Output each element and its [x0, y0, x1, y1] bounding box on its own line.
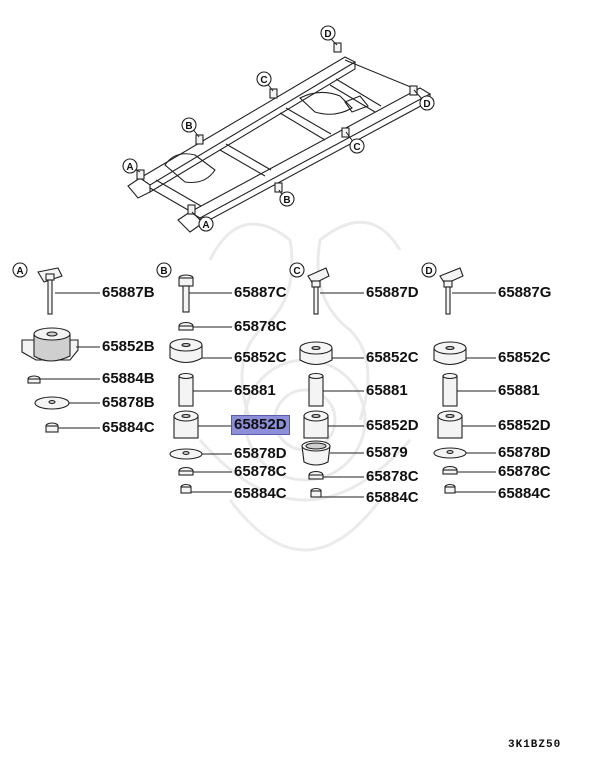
callout-a-left: A: [122, 158, 138, 174]
washer-65878c-c: [308, 470, 324, 480]
part-label-65852c-c[interactable]: 65852C: [366, 349, 419, 366]
part-label-65884c-d[interactable]: 65884C: [498, 485, 551, 502]
column-letter: A: [16, 266, 23, 277]
part-label-65878c-d[interactable]: 65878C: [498, 463, 551, 480]
part-label-65884b[interactable]: 65884B: [102, 370, 155, 387]
part-label-65884c-b[interactable]: 65884C: [234, 485, 287, 502]
column-a-callout: A: [12, 262, 28, 278]
part-label-65878d-d[interactable]: 65878D: [498, 444, 551, 461]
column-d-parts: [433, 267, 496, 494]
callout-letter: C: [260, 75, 267, 86]
washer-65878c-d: [442, 465, 458, 475]
chassis-frame: [127, 37, 432, 233]
sleeve-65881-c: [308, 372, 324, 407]
sleeve-65881-b: [178, 372, 194, 407]
part-label-65852d-c[interactable]: 65852D: [366, 417, 419, 434]
callout-d-right: D: [419, 95, 435, 111]
part-label-65884c-c[interactable]: 65884C: [366, 489, 419, 506]
column-letter: D: [425, 266, 432, 277]
column-a-parts: [21, 267, 100, 433]
part-label-65878b[interactable]: 65878B: [102, 394, 155, 411]
column-letter: C: [293, 266, 300, 277]
column-c-parts: [299, 267, 364, 498]
callout-c-upper: C: [256, 71, 272, 87]
callout-letter: B: [283, 195, 290, 206]
column-c-callout: C: [289, 262, 305, 278]
bushing-65852d-d: [437, 410, 463, 439]
part-label-65884c-a[interactable]: 65884C: [102, 419, 155, 436]
bushing-65852d-b: [173, 410, 199, 439]
part-label-65887c[interactable]: 65887C: [234, 284, 287, 301]
callout-c-right: C: [349, 138, 365, 154]
washer-65878d-d: [433, 447, 467, 459]
part-label-65887b[interactable]: 65887B: [102, 284, 155, 301]
bolt-65887g: [439, 267, 464, 315]
part-label-65878c-c[interactable]: 65878C: [366, 468, 419, 485]
part-label-65881-d[interactable]: 65881: [498, 382, 540, 399]
part-label-65881-c[interactable]: 65881: [366, 382, 408, 399]
part-label-65887g[interactable]: 65887G: [498, 284, 552, 301]
callout-a-lower: A: [198, 216, 214, 232]
washer-65878b: [34, 396, 70, 410]
part-label-65878c-top[interactable]: 65878C: [234, 318, 287, 335]
callout-letter: C: [353, 142, 360, 153]
bolt-65887b: [37, 267, 63, 315]
washer-65878d-b: [169, 448, 203, 460]
part-label-65852b[interactable]: 65852B: [102, 338, 155, 355]
part-label-65879[interactable]: 65879: [366, 444, 408, 461]
callout-b-lower: B: [279, 191, 295, 207]
washer-65878c-top: [178, 321, 194, 331]
bolt-65887d: [307, 267, 330, 315]
part-label-65878c-b[interactable]: 65878C: [234, 463, 287, 480]
column-d-callout: D: [421, 262, 437, 278]
mount-65852b: [21, 327, 79, 362]
part-label-65852d-d[interactable]: 65852D: [498, 417, 551, 434]
callout-b-upper: B: [181, 117, 197, 133]
column-letter: B: [160, 266, 167, 277]
callout-letter: B: [185, 121, 192, 132]
nut-65884c-b: [180, 483, 192, 494]
washer-65878c-b: [178, 466, 194, 476]
bolt-65887c: [178, 274, 194, 313]
part-label-65852c-b[interactable]: 65852C: [234, 349, 287, 366]
callout-letter: A: [202, 220, 209, 231]
nut-65884c-d: [444, 483, 456, 494]
callout-letter: A: [126, 162, 133, 173]
column-b-callout: B: [156, 262, 172, 278]
part-label-65887d[interactable]: 65887D: [366, 284, 419, 301]
part-label-65852c-d[interactable]: 65852C: [498, 349, 551, 366]
diagram-code: 3K1BZ50: [508, 739, 562, 751]
cup-65879: [301, 440, 331, 466]
callout-letter: D: [324, 29, 331, 40]
bushing-65852c-b: [169, 338, 203, 364]
part-label-65881-b[interactable]: 65881: [234, 382, 276, 399]
nut-65884c-c: [310, 487, 322, 498]
sleeve-65881-d: [442, 372, 458, 407]
nut-65884b: [27, 375, 41, 384]
callout-d-top: D: [320, 25, 336, 41]
callout-letter: D: [423, 99, 430, 110]
column-b-parts: [169, 274, 232, 494]
bushing-65852c-c: [299, 341, 333, 366]
part-label-65852d-highlighted[interactable]: 65852D: [231, 415, 290, 435]
bushing-65852d-c: [303, 410, 329, 439]
part-label-65878d-b[interactable]: 65878D: [234, 445, 287, 462]
nut-65884c-a: [45, 422, 59, 433]
bushing-65852c-d: [433, 341, 467, 366]
